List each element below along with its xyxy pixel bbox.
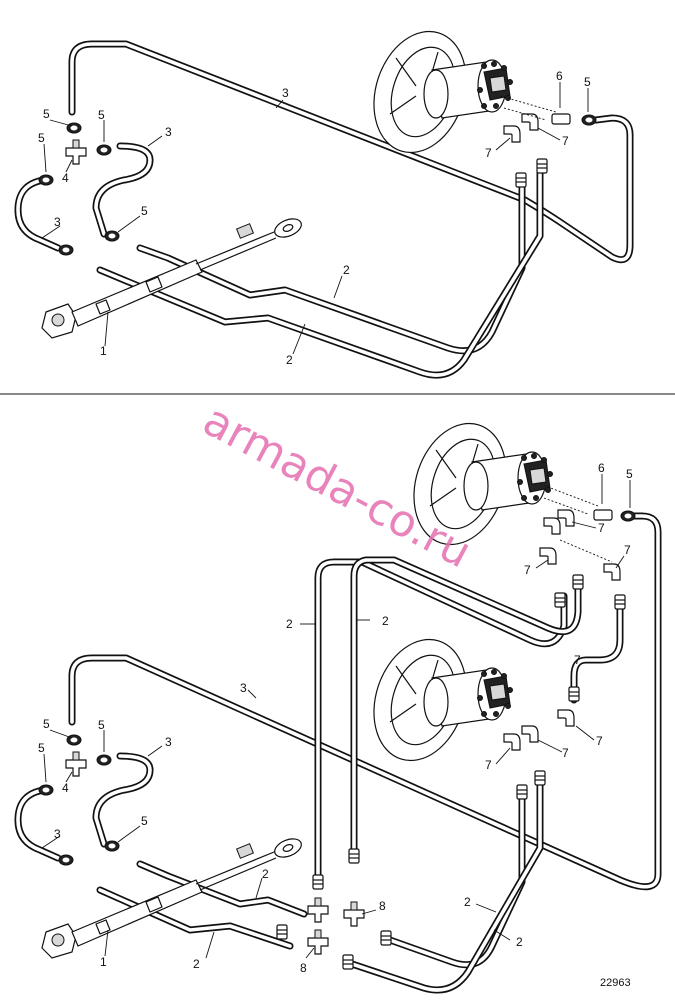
- callout-4: 4: [62, 781, 69, 795]
- callout-7: 7: [596, 734, 603, 748]
- pipe-3-top: [68, 40, 634, 264]
- callout-2: 2: [382, 614, 389, 628]
- callout-3: 3: [54, 827, 61, 841]
- callout-5: 5: [43, 107, 50, 121]
- callout-8: 8: [379, 899, 386, 913]
- callout-5: 5: [98, 108, 105, 122]
- callout-1: 1: [100, 344, 107, 358]
- callout-5: 5: [626, 467, 633, 481]
- callout-2: 2: [516, 935, 523, 949]
- callout-5: 5: [98, 718, 105, 732]
- callout-3: 3: [165, 125, 172, 139]
- callout-7: 7: [562, 134, 569, 148]
- callout-2: 2: [193, 957, 200, 971]
- callout-7: 7: [485, 758, 492, 772]
- callout-5: 5: [141, 204, 148, 218]
- callout-3: 3: [54, 215, 61, 229]
- callout-7: 7: [598, 521, 605, 535]
- callout-2: 2: [464, 895, 471, 909]
- callout-7: 7: [574, 653, 581, 667]
- callout-8: 8: [300, 961, 307, 975]
- callout-7: 7: [562, 746, 569, 760]
- callout-6: 6: [598, 461, 605, 475]
- callout-4: 4: [62, 171, 69, 185]
- callout-2: 2: [286, 617, 293, 631]
- bottom-diagram: 1 2 2 2 2 2 2 3 3 3 4 5 5 5 5 5 6 7 7 7 …: [6, 410, 662, 994]
- callout-5: 5: [584, 75, 591, 89]
- pipe-2-bottom-c: [386, 790, 526, 969]
- callout-2: 2: [262, 867, 269, 881]
- callout-7: 7: [624, 543, 631, 557]
- callout-5: 5: [38, 741, 45, 755]
- callout-7: 7: [524, 563, 531, 577]
- callout-3: 3: [282, 86, 289, 100]
- callout-5: 5: [43, 717, 50, 731]
- callout-5: 5: [38, 131, 45, 145]
- top-diagram: 1 2 2 3 3 3 4 5 5 5 5 5 6 7 7: [6, 18, 634, 379]
- callout-3: 3: [165, 735, 172, 749]
- callout-2: 2: [343, 263, 350, 277]
- callout-5: 5: [141, 814, 148, 828]
- callout-2: 2: [286, 353, 293, 367]
- callout-6: 6: [556, 69, 563, 83]
- callout-7: 7: [485, 146, 492, 160]
- figure-number: 22963: [600, 977, 631, 989]
- callout-1: 1: [100, 955, 107, 969]
- callout-3: 3: [240, 681, 247, 695]
